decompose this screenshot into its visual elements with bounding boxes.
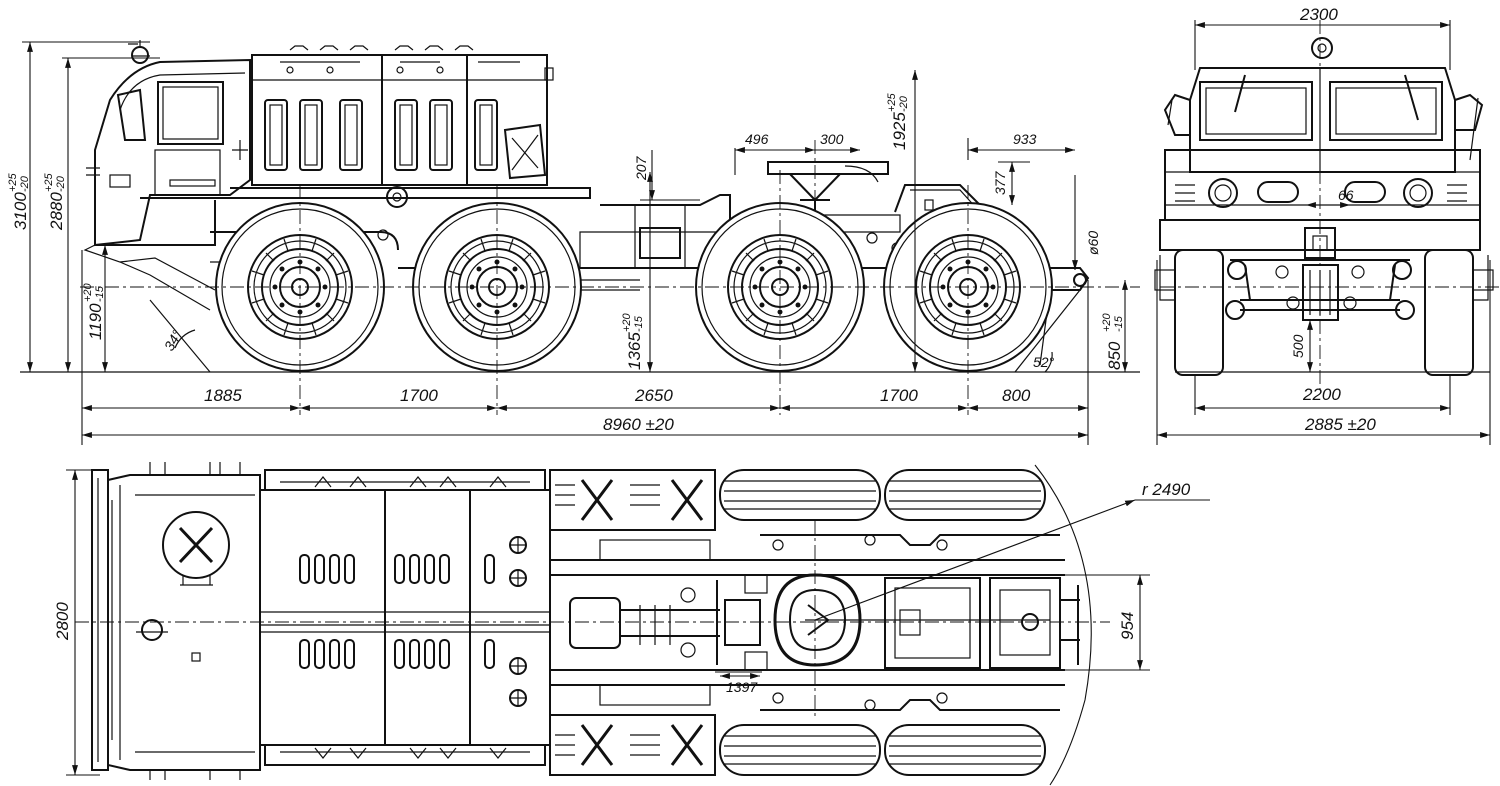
front-view: 2300 66 500 2200 2885 ±20: [1154, 5, 1500, 445]
svg-text:+25: +25: [886, 92, 898, 112]
beacon-light: [131, 46, 149, 64]
departure-angle: 52°: [1033, 354, 1055, 370]
front-beacon: [1311, 37, 1333, 59]
dim-500: 500: [1290, 334, 1306, 358]
dim-phi60: ø60: [1085, 231, 1101, 255]
spare-wheel: [162, 511, 230, 579]
dim-segment-4: 1700: [880, 386, 918, 405]
dim-front-top-width: 2300: [1299, 5, 1338, 24]
tire-top-2: [884, 469, 1046, 521]
top-view: r 2490 2800 954 1397: [53, 462, 1210, 786]
dim-top-width: 2800: [53, 602, 72, 641]
body-section-3: [466, 54, 548, 186]
dim-207: 207: [633, 155, 649, 181]
front-tire-left: [1174, 249, 1224, 376]
svg-text:-15: -15: [633, 315, 645, 332]
svg-text:-20: -20: [19, 175, 31, 192]
tire-top-1: [719, 469, 881, 521]
dim-1397: 1397: [726, 679, 758, 695]
windshield-left: [1199, 81, 1313, 141]
svg-text:-15: -15: [1113, 315, 1125, 332]
svg-text:+20: +20: [621, 312, 633, 332]
svg-text:-20: -20: [898, 95, 910, 112]
dim-933: 933: [1013, 131, 1037, 147]
dim-track: 2200: [1302, 385, 1341, 404]
cab-window: [157, 81, 224, 145]
transfer-case: [569, 597, 621, 649]
jerrycan: [503, 123, 547, 180]
dim-radius: r 2490: [1142, 480, 1191, 499]
frame-top: [140, 187, 591, 199]
svg-text:+25: +25: [43, 172, 55, 192]
cab-front: [94, 58, 251, 247]
dim-segment-5: 800: [1002, 386, 1031, 405]
approach-angle: 34°: [161, 327, 186, 354]
dim-coupling-width: 954: [1118, 612, 1137, 640]
headlight-left: [1208, 178, 1238, 208]
dim-66: 66: [1338, 187, 1354, 203]
svg-text:-20: -20: [55, 175, 67, 192]
dim-frame-height: 1190: [86, 303, 105, 340]
dim-height-cab: 2880: [47, 192, 66, 231]
turning-radius-arc: [1034, 464, 1092, 786]
tire-top-3: [719, 724, 881, 776]
svg-text:-15: -15: [94, 285, 106, 302]
dim-overall-width: 2885 ±20: [1304, 415, 1376, 434]
roof-hatch: [141, 619, 163, 641]
dim-rear-frame-height: 850: [1105, 341, 1124, 370]
windshield-right: [1329, 81, 1443, 141]
dim-segment-2: 1700: [400, 386, 438, 405]
svg-text:+20: +20: [82, 282, 94, 302]
dim-300: 300: [820, 131, 844, 147]
dim-377: 377: [992, 170, 1008, 195]
fifth-wheel: [767, 161, 889, 175]
tow-hook: [1073, 273, 1087, 287]
dim-segment-1: 1885: [204, 386, 242, 405]
dim-seat-height: 1925: [890, 112, 909, 150]
dim-496: 496: [745, 131, 769, 147]
dim-segment-3: 2650: [634, 386, 673, 405]
cab-roof: [107, 474, 261, 771]
side-view: 1885 1700 2650 1700 800 8960 ±20 3100 +2…: [7, 40, 1140, 445]
dim-overall-length: 8960 ±20: [603, 415, 674, 434]
tire-top-4: [884, 724, 1046, 776]
dim-fifth-wheel-height: 1365: [625, 332, 644, 370]
svg-text:+25: +25: [7, 172, 19, 192]
headlight-right: [1403, 178, 1433, 208]
svg-text:+20: +20: [1101, 312, 1113, 332]
front-tire-right: [1424, 249, 1474, 376]
dim-height-total: 3100: [11, 192, 30, 230]
